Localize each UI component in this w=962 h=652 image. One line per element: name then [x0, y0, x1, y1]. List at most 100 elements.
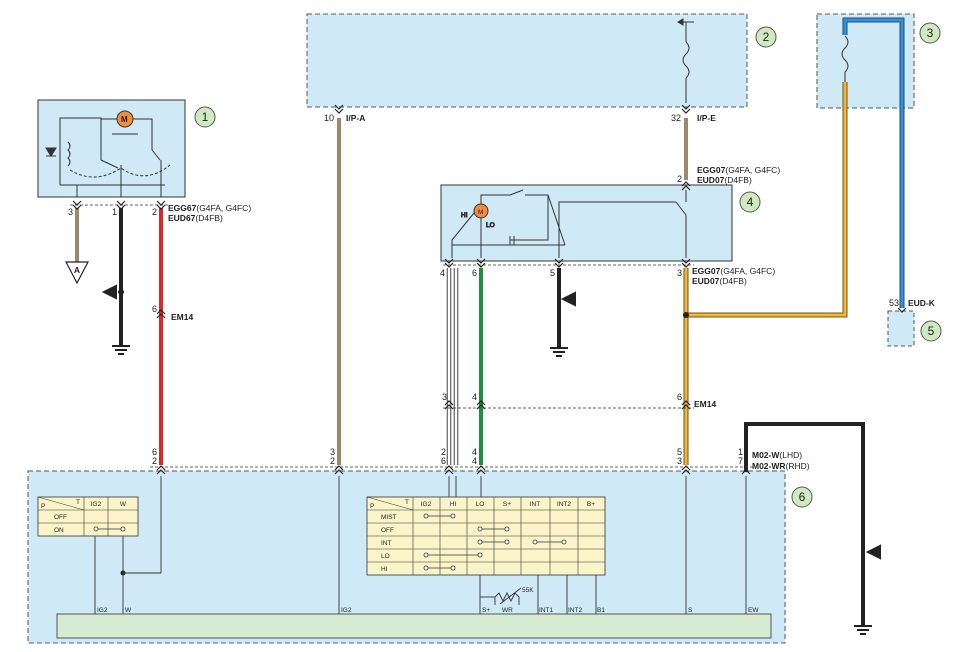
table-right-corner-p: P — [370, 503, 374, 510]
component-box-3 — [816, 13, 915, 109]
ground-2 — [550, 291, 576, 357]
splice-icon — [101, 284, 117, 300]
chevron-icon — [156, 200, 166, 210]
pin: 5 — [677, 447, 682, 457]
eud07-mid-code: EUD07 — [692, 276, 720, 286]
egg07-top-code: EGG07 — [697, 165, 726, 175]
resistor-icon — [494, 591, 520, 605]
module-pin-b1: B1 — [597, 607, 605, 614]
eud67-code: EUD67 — [168, 213, 196, 223]
ip-e-label: I/P-E — [697, 113, 716, 123]
table-node — [450, 565, 456, 571]
pin: 6 — [441, 456, 446, 466]
m02-w-variant: (LHD) — [779, 450, 802, 460]
chevron-icon — [476, 465, 486, 475]
pin: 7 — [738, 456, 743, 466]
egg67-label: EGG67(G4FA, G4FC) — [168, 203, 251, 213]
table-left-header-w: W — [120, 501, 127, 508]
module-pin-ig2-mid: IG2 — [341, 607, 352, 614]
table-line — [366, 496, 414, 511]
table-left-corner-t: T — [76, 499, 80, 506]
box1-internals — [45, 110, 171, 197]
table-right-corner-t: T — [405, 499, 409, 506]
egg07-top-label: EGG07(G4FA, G4FC) — [697, 165, 780, 175]
pin: 3 — [677, 268, 682, 278]
box3-internals — [841, 35, 849, 82]
splice-dot — [683, 312, 689, 318]
ground-3 — [854, 544, 881, 635]
eud-k-label: EUD-K — [908, 298, 936, 308]
table-node — [93, 526, 99, 532]
table-right-row: INT — [381, 540, 392, 547]
chevron-icon — [116, 200, 126, 210]
table-node — [477, 539, 483, 545]
wires — [70, 17, 905, 626]
table-right-header: HI — [450, 501, 457, 508]
module-pin-int2: INT2 — [568, 607, 582, 614]
em14-left-label: EM14 — [171, 312, 193, 322]
table-left-row-on: ON — [54, 527, 64, 534]
pin: 2 — [152, 456, 157, 466]
table-left-bg — [37, 496, 139, 537]
arrow-icon — [677, 18, 684, 26]
chevron-icon — [681, 258, 691, 268]
egg07-mid-variant: (G4FA, G4FC) — [720, 266, 775, 276]
pin: 6 — [152, 304, 157, 314]
table-right-header: S+ — [503, 501, 511, 508]
ground-ref-label: A — [74, 265, 80, 275]
pin-numbers: 3 1 2 10 32 2 4 6 5 3 53 6 3 4 6 6 2 3 2… — [68, 113, 899, 466]
table-node — [477, 526, 483, 532]
eud67-variant: (D4FB) — [195, 213, 223, 223]
egg07-mid-label: EGG07(G4FA, G4FC) — [692, 266, 775, 276]
box1-switch — [100, 159, 119, 169]
callouts: 1 2 3 4 5 6 — [194, 22, 942, 508]
ground-1 — [101, 284, 130, 355]
chevron-icon — [741, 469, 751, 475]
chevron-icon — [156, 309, 166, 319]
box1-switch — [151, 149, 161, 161]
motor-label-4: M — [478, 209, 483, 216]
table-node — [504, 526, 510, 532]
table-right-row: MIST — [381, 514, 397, 521]
module-pin-wr: WR — [502, 607, 513, 614]
pin: 4 — [472, 392, 477, 402]
chevron-icon — [444, 465, 454, 475]
callout-3: 3 — [927, 26, 934, 40]
table-right-header: LO — [476, 501, 485, 508]
table-left-corner-p: P — [41, 503, 45, 510]
pin: 2 — [330, 456, 335, 466]
wire-blue-inner — [843, 18, 904, 308]
table-right-row: OFF — [381, 527, 394, 534]
m02-wr-variant: (RHD) — [786, 461, 810, 471]
chevron-icon — [334, 465, 344, 475]
chevron-icon — [334, 104, 344, 114]
callout-circle-3 — [919, 22, 941, 44]
ground-ref-icon — [65, 261, 89, 285]
table-line — [37, 496, 85, 511]
pin: 1 — [738, 447, 743, 457]
connector-labels: I/P-A I/P-E EGG67(G4FA, G4FC) EUD67(D4FB… — [168, 113, 936, 471]
callout-circle-4 — [739, 191, 761, 213]
egg07-mid-code: EGG07 — [692, 266, 721, 276]
motor-label-1: M — [121, 115, 128, 124]
fuse-icon — [841, 35, 849, 82]
pin: 5 — [550, 268, 555, 278]
egg67-variant: (G4FA, G4FC) — [196, 203, 251, 213]
m02-w-code: M02-W — [752, 450, 780, 460]
chevron-icon — [476, 400, 486, 410]
egg67-code: EGG67 — [168, 203, 197, 213]
egg07-top-variant: (G4FA, G4FC) — [725, 165, 780, 175]
em14-right-label: EM14 — [694, 399, 716, 409]
eud07-top-label: EUD07(D4FB) — [697, 175, 752, 185]
table-node — [477, 552, 483, 558]
callout-2: 2 — [763, 30, 770, 44]
chevron-icon — [156, 465, 166, 475]
resistor-arrow-icon — [499, 587, 522, 605]
pin: 6 — [152, 447, 157, 457]
chevron-icon — [444, 400, 454, 410]
module-lines — [94, 476, 747, 614]
table-right-header: INT — [530, 501, 541, 508]
pin: 3 — [442, 392, 447, 402]
coil-icon — [67, 141, 71, 167]
